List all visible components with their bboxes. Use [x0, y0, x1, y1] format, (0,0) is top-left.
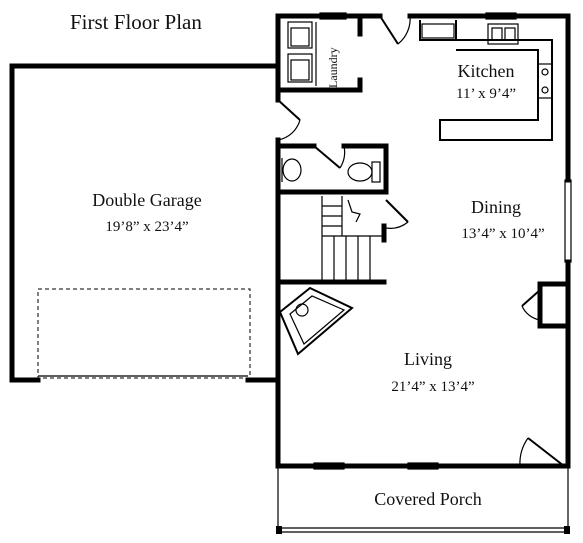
fireplace [278, 286, 354, 356]
garage-label: Double Garage [92, 190, 201, 210]
powder-room [275, 143, 389, 195]
powder-door-leaf [313, 145, 341, 169]
porch-label: Covered Porch [374, 489, 481, 509]
pantry-walls [537, 281, 571, 329]
living-dimensions: 21’4” x 13’4” [391, 379, 474, 395]
stairs [277, 196, 387, 285]
front-door-swing [519, 437, 529, 467]
fireplace-inner [289, 295, 346, 345]
plan-title: First Floor Plan [70, 10, 202, 34]
porch-post-1 [276, 526, 282, 534]
closet-door-leaf [385, 199, 409, 223]
washer-drum-icon [290, 27, 310, 47]
garage: Double Garage 19’8” x 23’4” [9, 63, 281, 383]
porch-post-2 [564, 526, 570, 534]
dining: Dining 13’4” x 10’4” [461, 197, 544, 242]
pantry-door-leaf [521, 289, 541, 307]
garage-dimensions: 19’8” x 23’4” [105, 219, 188, 235]
fireplace-hearth [278, 286, 354, 356]
toilet-icon [347, 162, 373, 182]
stair-treads [321, 196, 384, 282]
dining-dimensions: 13’4” x 10’4” [461, 226, 544, 242]
dryer-drum-icon [290, 59, 310, 81]
west-door-leaf [277, 99, 301, 121]
closet-door-swing [385, 221, 409, 229]
window-north-2 [485, 12, 517, 20]
stove-icon [537, 63, 553, 99]
pantry-door[interactable] [521, 281, 571, 329]
kitchen: Kitchen 11’ x 9’4” [419, 20, 553, 141]
sink-right-basin [504, 27, 516, 41]
north-door[interactable] [379, 15, 411, 45]
porch-outline [277, 468, 569, 533]
garage-door-swing [37, 288, 251, 379]
fridge-door-icon [421, 23, 455, 39]
west-door[interactable] [277, 99, 301, 141]
window-south-1 [313, 462, 345, 470]
window-north-1 [319, 12, 347, 20]
north-door-leaf [379, 15, 399, 45]
toilet-tank-icon [371, 161, 381, 183]
sink-basin-icon [282, 158, 302, 182]
dryer-icon [287, 53, 313, 83]
windows [313, 12, 572, 470]
fridge-icon [419, 20, 457, 41]
west-door-swing [277, 119, 301, 141]
stair-arrow [347, 199, 361, 223]
covered-porch: Covered Porch [276, 468, 570, 534]
stove-burner-2 [541, 86, 549, 94]
washer-icon [287, 21, 313, 49]
laundry-south-wall [275, 77, 363, 93]
laundry: Laundry [275, 13, 363, 93]
sink-icon [487, 23, 519, 45]
laundry-label: Laundry [326, 47, 340, 88]
kitchen-label: Kitchen [458, 61, 515, 81]
window-east [564, 179, 572, 263]
sink-left-basin [491, 27, 503, 41]
pantry-door-swing [521, 305, 541, 321]
powder-walls [277, 143, 389, 195]
kitchen-dimensions: 11’ x 9’4” [456, 86, 516, 102]
north-door-swing [397, 15, 411, 45]
front-door-leaf [527, 437, 565, 467]
front-door[interactable] [519, 437, 565, 467]
fireplace-flue-icon [295, 303, 309, 317]
living: Living 21’4” x 13’4” [391, 349, 474, 395]
living-label: Living [404, 349, 452, 369]
window-south-2 [407, 462, 439, 470]
dining-label: Dining [471, 197, 521, 217]
powder-door-swing [339, 145, 346, 169]
closet-door[interactable] [385, 199, 409, 229]
kitchen-counter [439, 39, 553, 141]
stove-burner-1 [541, 68, 549, 76]
